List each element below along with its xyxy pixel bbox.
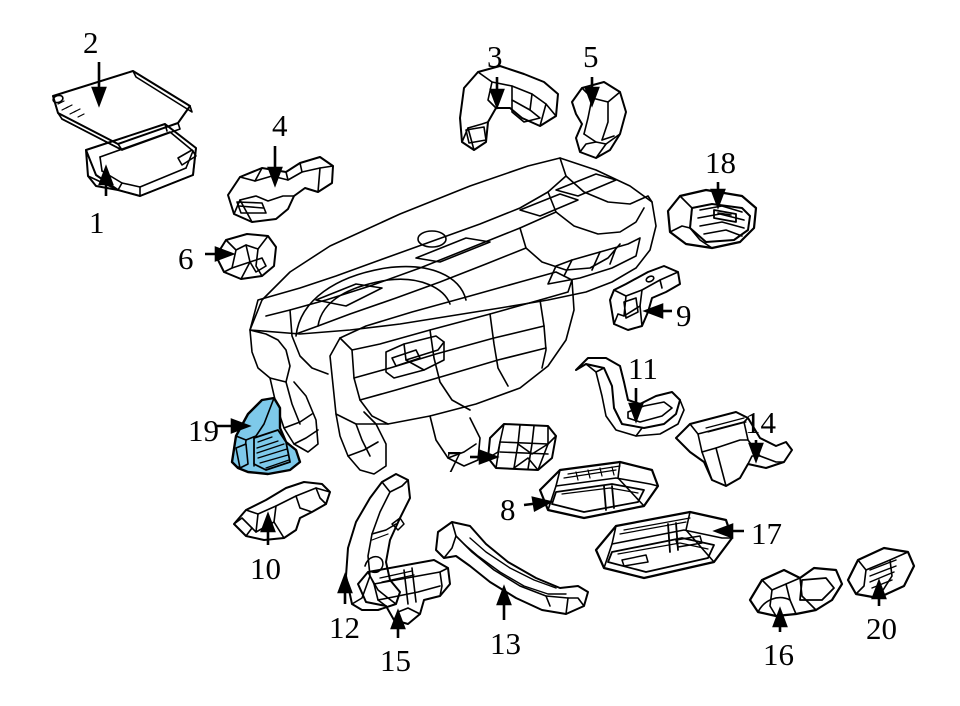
callout-label-1[interactable]: 1	[89, 205, 105, 240]
callout-label-20[interactable]: 20	[866, 611, 897, 646]
part-11-shape	[575, 357, 685, 437]
instrument-panel-assembly	[249, 157, 657, 475]
part-9-shape	[609, 265, 681, 331]
part-13-shape	[435, 521, 589, 615]
callout-arrows	[91, 62, 887, 638]
part-3-shape	[459, 65, 559, 151]
part-7-shape	[487, 423, 557, 471]
part-15-shape	[357, 559, 451, 625]
callout-label-12[interactable]: 12	[329, 610, 360, 645]
callout-label-2[interactable]: 2	[83, 25, 99, 60]
callout-label-19[interactable]: 19	[188, 413, 219, 448]
callout-label-18[interactable]: 18	[705, 145, 736, 180]
callout-label-17[interactable]: 17	[751, 516, 782, 551]
callout-label-15[interactable]: 15	[380, 643, 411, 678]
callout-label-13[interactable]: 13	[490, 626, 521, 661]
callout-label-10[interactable]: 10	[250, 551, 281, 586]
callout-label-7[interactable]: 7	[446, 444, 462, 479]
callout-label-5[interactable]: 5	[583, 39, 599, 74]
callout-label-6[interactable]: 6	[178, 241, 194, 276]
part-6-shape	[215, 233, 277, 280]
callout-label-9[interactable]: 9	[676, 298, 692, 333]
rear-vent-nozzle-16-shape	[748, 566, 844, 618]
callout-label-14[interactable]: 14	[745, 405, 776, 440]
part-2-shape	[52, 70, 193, 151]
part-12-shape	[345, 473, 411, 611]
part-19-shape	[230, 396, 302, 476]
callout-label-4[interactable]: 4	[272, 108, 288, 143]
callout-label-16[interactable]: 16	[763, 637, 794, 672]
callout-label-3[interactable]: 3	[487, 39, 503, 74]
callout-label-8[interactable]: 8	[500, 492, 516, 527]
part-18-shape	[666, 188, 758, 250]
part-14-shape	[675, 411, 793, 487]
callout-label-11[interactable]: 11	[628, 351, 658, 386]
